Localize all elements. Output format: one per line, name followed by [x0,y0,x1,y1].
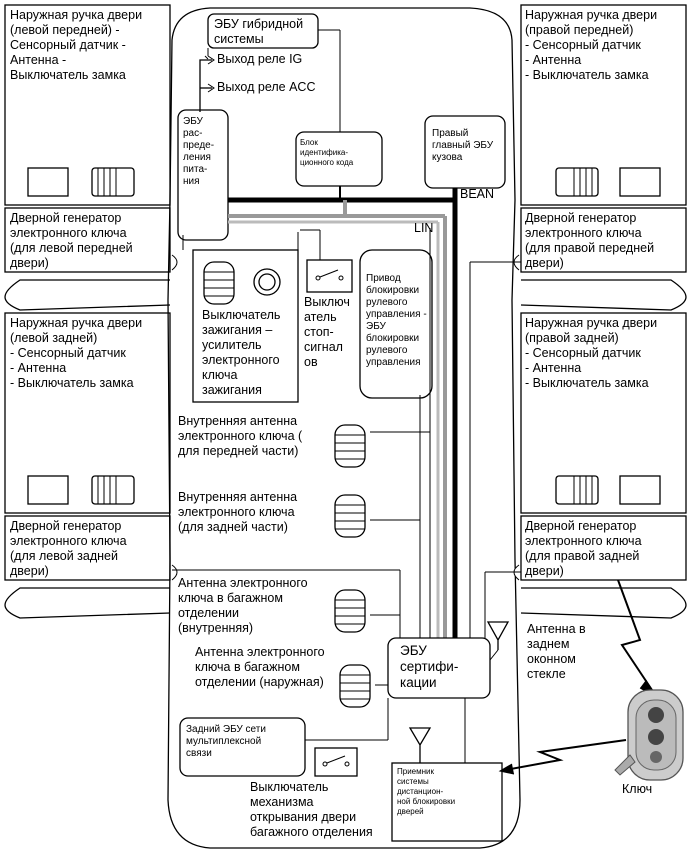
generator-box-rear-left [4,515,171,581]
door-shape-front-right [520,279,687,311]
power-ecu-box [177,109,229,241]
coil-rear-right [555,475,599,505]
sensor-rect-rear-right [619,475,661,505]
door-shape-front-left [4,279,171,311]
car-body-outline [167,7,521,849]
relay-acc-label: Выход реле ACC [217,80,316,94]
lin-label: LIN [414,221,434,235]
trunk-switch-label: Выключатель механизма открывания двери б… [250,780,373,839]
rear-mux-ecu-label: Задний ЭБУ сети мультиплексной связи [186,724,266,759]
handle-box-front-right [520,4,687,206]
generator-box-front-left [4,207,171,273]
rear-window-antenna-label: Антенна в заднем оконном стекле [527,622,586,681]
generator-rear-left-label: Дверной генератор электронного ключа (дл… [10,519,127,578]
coil-antenna-front [334,424,366,468]
steering-lock-box [359,249,433,399]
generator-box-front-right [520,207,687,273]
coil-antenna-rear [334,494,366,538]
sensor-rect-front-right [619,167,661,197]
door-shape-rear-left [4,587,171,619]
antenna-trunk-out-label: Антенна электронного ключа в багажном от… [195,645,325,689]
generator-box-rear-right [520,515,687,581]
handle-rear-right-label: Наружная ручка двери (правой задней) - С… [525,316,658,390]
steering-lock-label: Привод блокировки рулевого управления - … [366,273,427,368]
coil-antenna-trunk-out [339,664,371,708]
receiver-antenna-symbol [408,727,432,765]
handle-front-right-label: Наружная ручка двери (правой передней) -… [525,8,658,82]
rear-mux-ecu-box [179,717,306,777]
ignition-coil [203,261,235,305]
generator-rear-right-label: Дверной генератор электронного ключа (дл… [525,519,642,578]
body-ecu-label: Правый главный ЭБУ кузова [432,128,494,163]
radio-wave-left [504,739,627,771]
cert-ecu-label: ЭБУ сертифи- кации [400,643,459,690]
relay-ig-label: Выход реле IG [217,52,303,66]
coil-front-right [555,167,599,197]
cert-ecu-box [387,637,491,699]
handle-box-front-left [4,4,171,206]
key-label: Ключ [622,782,653,796]
key-fob-icon [614,689,684,781]
generator-front-right-label: Дверной генератор электронного ключа (дл… [525,211,655,270]
antenna-front-label: Внутренняя антенна электронного ключа ( … [178,414,303,458]
trunk-switch-box [314,747,358,777]
sensor-rect-rear-left [27,475,69,505]
rear-window-antenna-symbol [486,621,510,650]
stop-switch-box [306,259,353,293]
radio-wave-right [617,579,653,691]
bean-label: BEAN [460,187,495,201]
antenna-trunk-in-label: Антенна электронного ключа в багажном от… [178,576,308,635]
power-ecu-label: ЭБУ рас- преде- ления пита- ния [183,116,215,187]
antenna-rear-label: Внутренняя антенна электронного ключа (д… [178,490,298,534]
receiver-box [391,762,503,842]
handle-box-rear-left [4,312,171,514]
coil-front-left [91,167,135,197]
ignition-box [192,249,299,403]
stop-switch-label: Выключ атель стоп- сигнал ов [304,295,350,369]
sensor-rect-front-left [27,167,69,197]
handle-front-left-label: Наружная ручка двери (левой передней) - … [10,8,143,82]
id-block-label: Блок идентифика- ционного кода [300,138,354,167]
body-ecu-box [424,115,506,189]
handle-rear-left-label: Наружная ручка двери (левой задней) - Се… [10,316,143,390]
door-shape-rear-right [520,587,687,619]
ignition-switch-label: Выключатель зажигания – усилитель электр… [202,308,281,397]
coil-antenna-trunk-in [334,589,366,633]
receiver-label: Приемник системы дистанцион- ной блокиро… [397,767,456,816]
generator-front-left-label: Дверной генератор электронного ключа (дл… [10,211,133,270]
coil-rear-left [91,475,135,505]
hybrid-ecu-box [207,13,319,49]
handle-box-rear-right [520,312,687,514]
hybrid-ecu-label: ЭБУ гибридной системы [214,17,304,46]
